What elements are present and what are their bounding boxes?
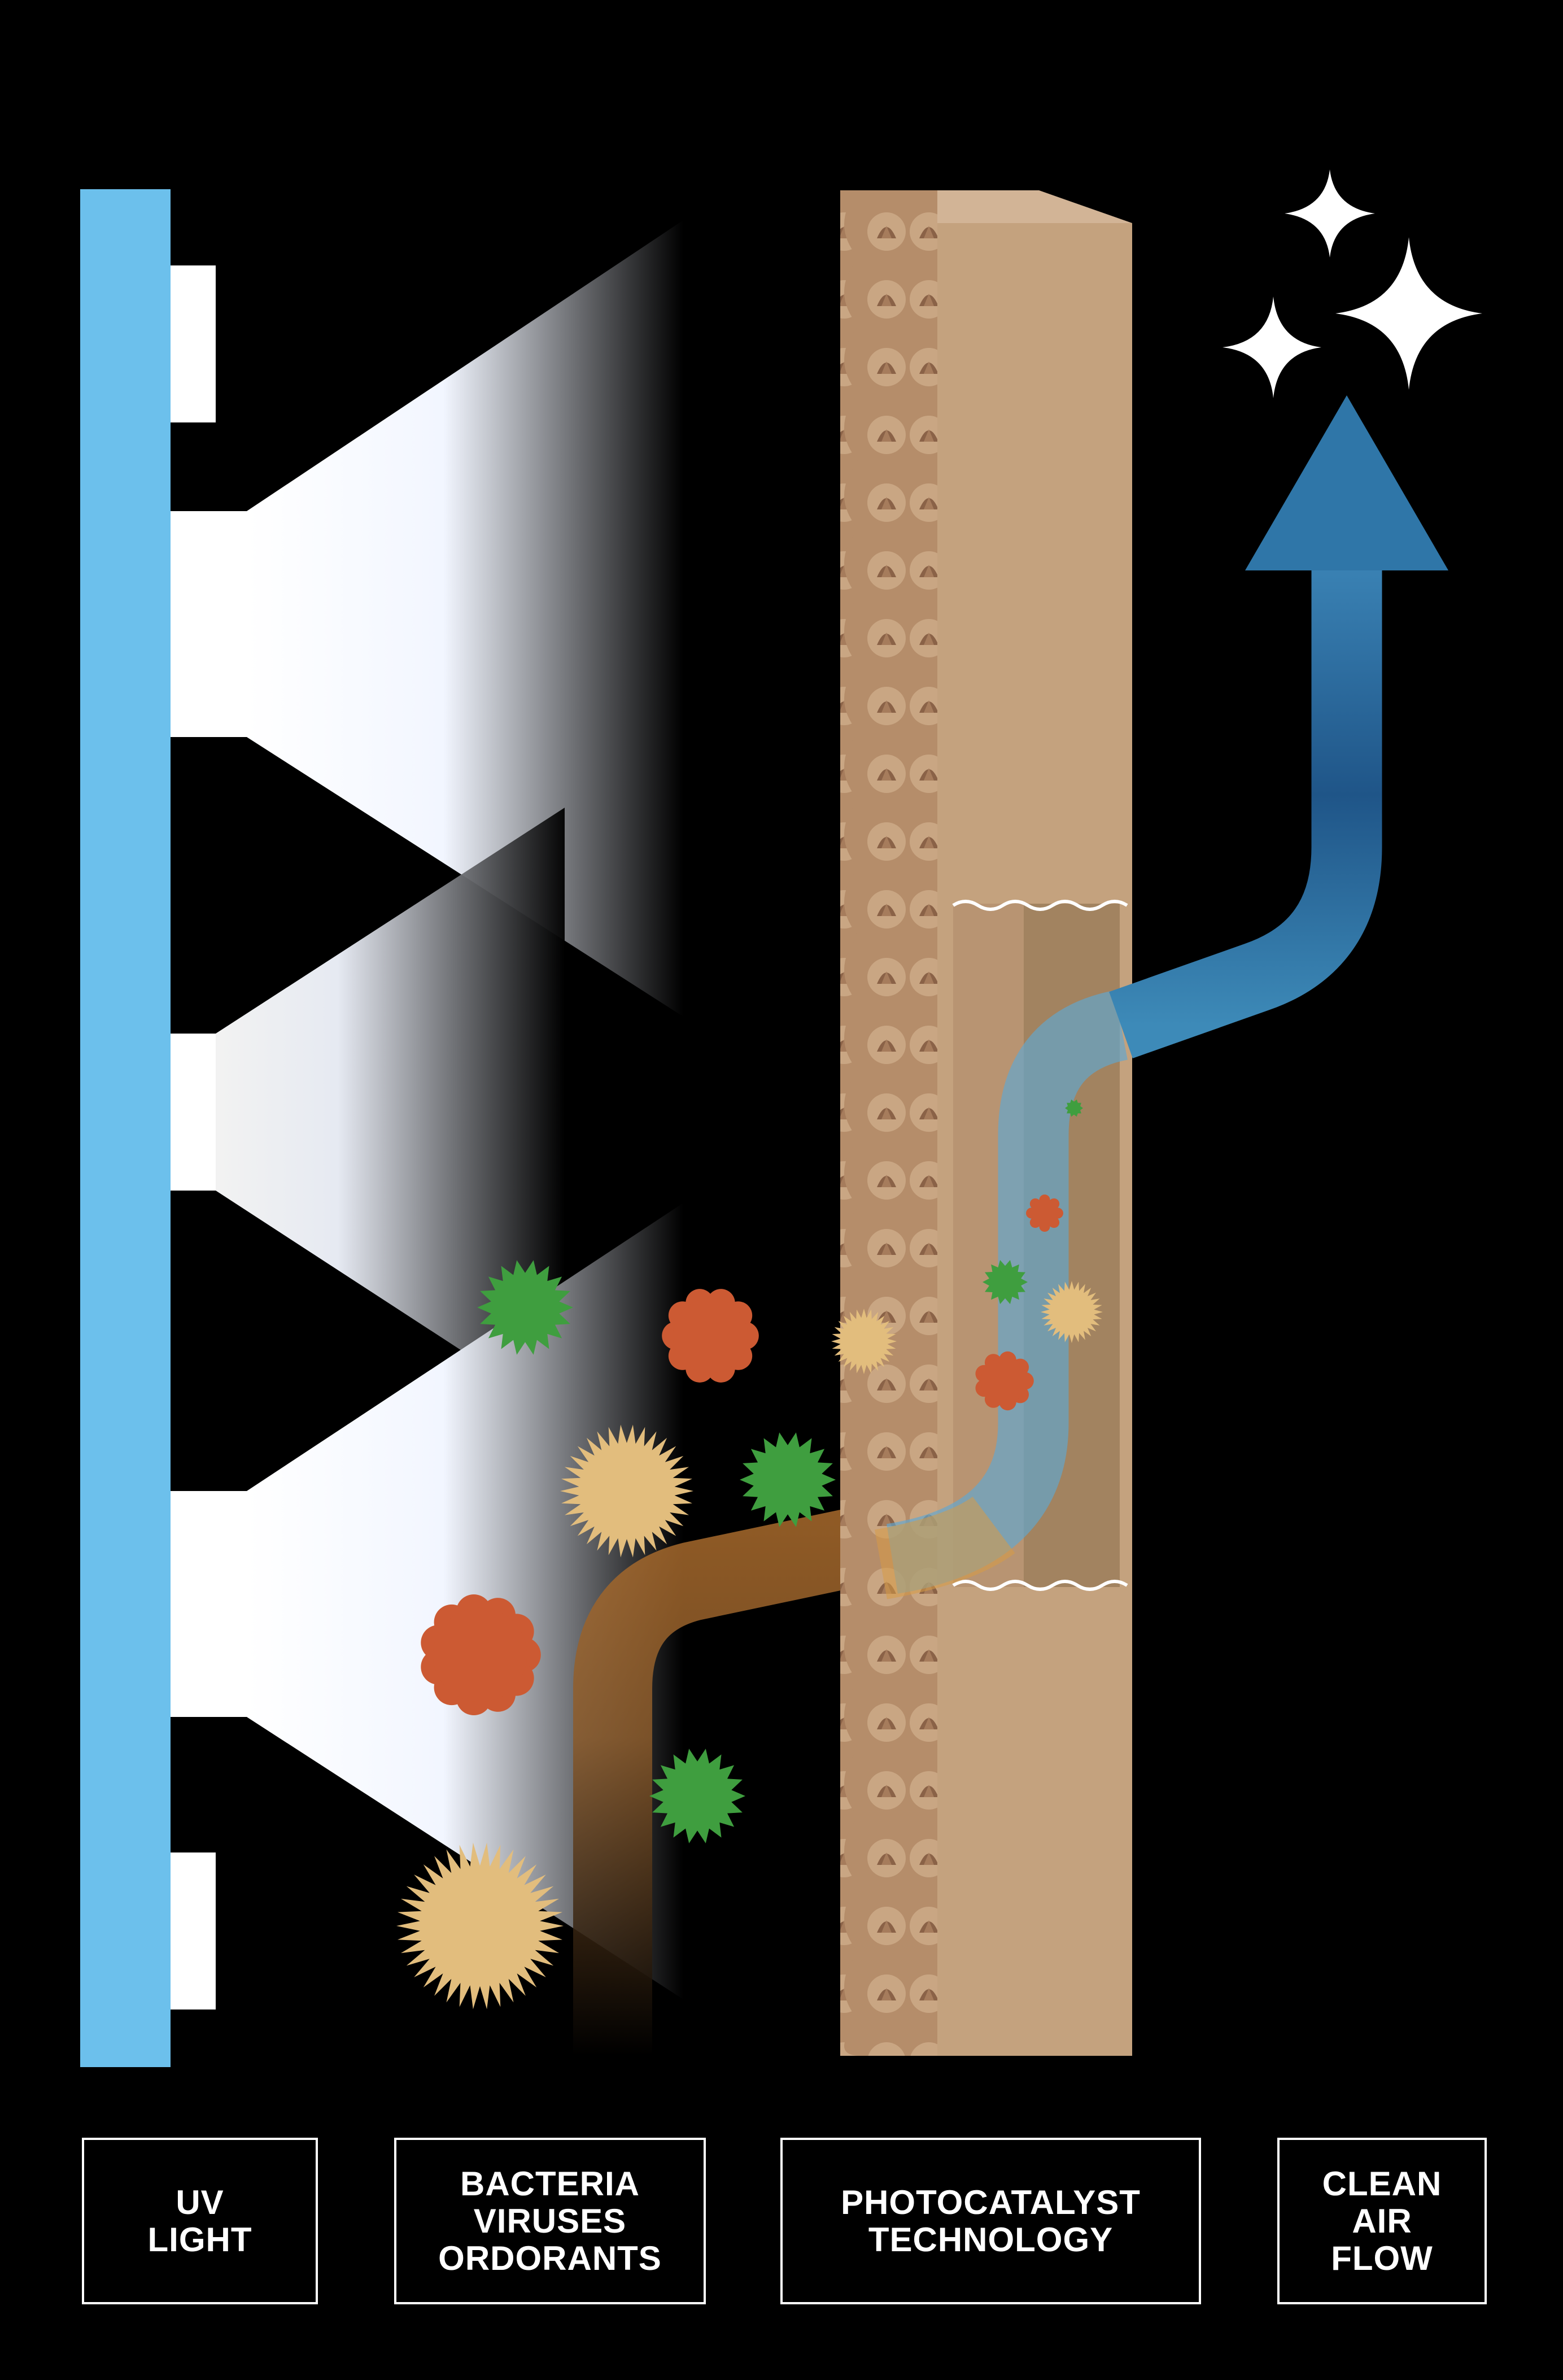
label-photocatalyst: PHOTOCATALYST TECHNOLOGY bbox=[780, 2138, 1201, 2304]
bacteria-icon bbox=[983, 1260, 1028, 1304]
uv-lamp-icon bbox=[80, 189, 247, 2067]
label-photocatalyst-line-2: TECHNOLOGY bbox=[868, 2220, 1114, 2259]
bacteria-icon bbox=[740, 1432, 836, 1527]
odorant-icon bbox=[396, 1842, 564, 2010]
virus-icon bbox=[1026, 1195, 1063, 1232]
bacteria-icon bbox=[477, 1260, 573, 1355]
label-uv-line-2: LIGHT bbox=[147, 2220, 252, 2259]
odorant-icon bbox=[1041, 1281, 1103, 1343]
odorant-icon bbox=[831, 1309, 897, 1374]
odorant-icon bbox=[560, 1424, 693, 1558]
label-contaminants-line-3: ORDORANTS bbox=[438, 2239, 662, 2277]
contaminant-particles bbox=[396, 1099, 1103, 2010]
clean-air-arrow-icon bbox=[1109, 395, 1448, 1058]
label-clean-air-line-3: FLOW bbox=[1331, 2239, 1433, 2277]
bacteria-icon bbox=[649, 1749, 745, 1843]
label-clean-air-line-1: CLEAN bbox=[1322, 2164, 1442, 2203]
dirty-air-flow bbox=[573, 1486, 968, 2056]
label-clean-air-line-2: AIR bbox=[1352, 2202, 1412, 2240]
label-contaminants-line-1: BACTERIA bbox=[460, 2164, 640, 2203]
label-uv-line-1: UV bbox=[176, 2183, 224, 2221]
virus-icon bbox=[975, 1351, 1034, 1411]
label-clean-air: CLEAN AIR FLOW bbox=[1277, 2138, 1487, 2304]
virus-icon bbox=[662, 1289, 759, 1383]
sparkle-icon bbox=[1223, 169, 1482, 398]
bacteria-icon bbox=[1065, 1099, 1083, 1117]
label-contaminants-line-2: VIRUSES bbox=[473, 2202, 627, 2240]
label-photocatalyst-line-1: PHOTOCATALYST bbox=[841, 2183, 1141, 2221]
virus-icon bbox=[421, 1594, 541, 1716]
filter-panel-icon bbox=[840, 190, 1132, 2056]
label-contaminants: BACTERIA VIRUSES ORDORANTS bbox=[394, 2138, 706, 2304]
label-uv-light: UV LIGHT bbox=[82, 2138, 318, 2304]
